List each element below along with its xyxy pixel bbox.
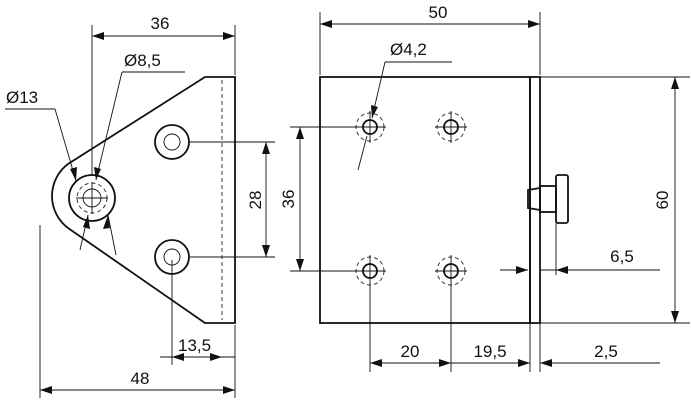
right-hole-br	[435, 255, 467, 287]
dim-hole-spacing-horizontal: 20	[401, 342, 420, 361]
right-view: 50 Ø4,2 36 60 6,5 20	[279, 3, 690, 372]
dim-height-right: 60	[653, 191, 672, 210]
dim-hole-diameter-right: Ø4,2	[390, 40, 427, 59]
right-plate	[319, 76, 531, 324]
dim-edge-offset: 13,5	[178, 336, 211, 355]
dim-pin-offset: 6,5	[610, 247, 634, 266]
dim-total-width-left: 48	[131, 369, 150, 388]
boss-hole	[68, 174, 116, 222]
dim-top-width-left: 36	[151, 14, 170, 33]
dim-hole-spacing-vertical: 36	[279, 190, 298, 209]
dim-hole-spacing-left: 28	[246, 191, 265, 210]
dim-thickness: 2,5	[594, 342, 618, 361]
dim-hole-small: Ø8,5	[124, 51, 161, 70]
dim-top-width-right: 50	[429, 3, 448, 22]
right-hole-tr	[435, 111, 467, 143]
left-hole-top	[154, 124, 190, 160]
dim-hole-to-edge: 19,5	[473, 342, 506, 361]
pin	[527, 174, 569, 224]
left-view: 28 36 Ø8,5 Ø13 13,5 48	[5, 14, 275, 398]
dim-boss-diameter: Ø13	[6, 88, 38, 107]
right-hole-tl	[354, 111, 386, 143]
right-plate-edge	[529, 76, 541, 324]
left-bracket-outline	[51, 76, 236, 324]
